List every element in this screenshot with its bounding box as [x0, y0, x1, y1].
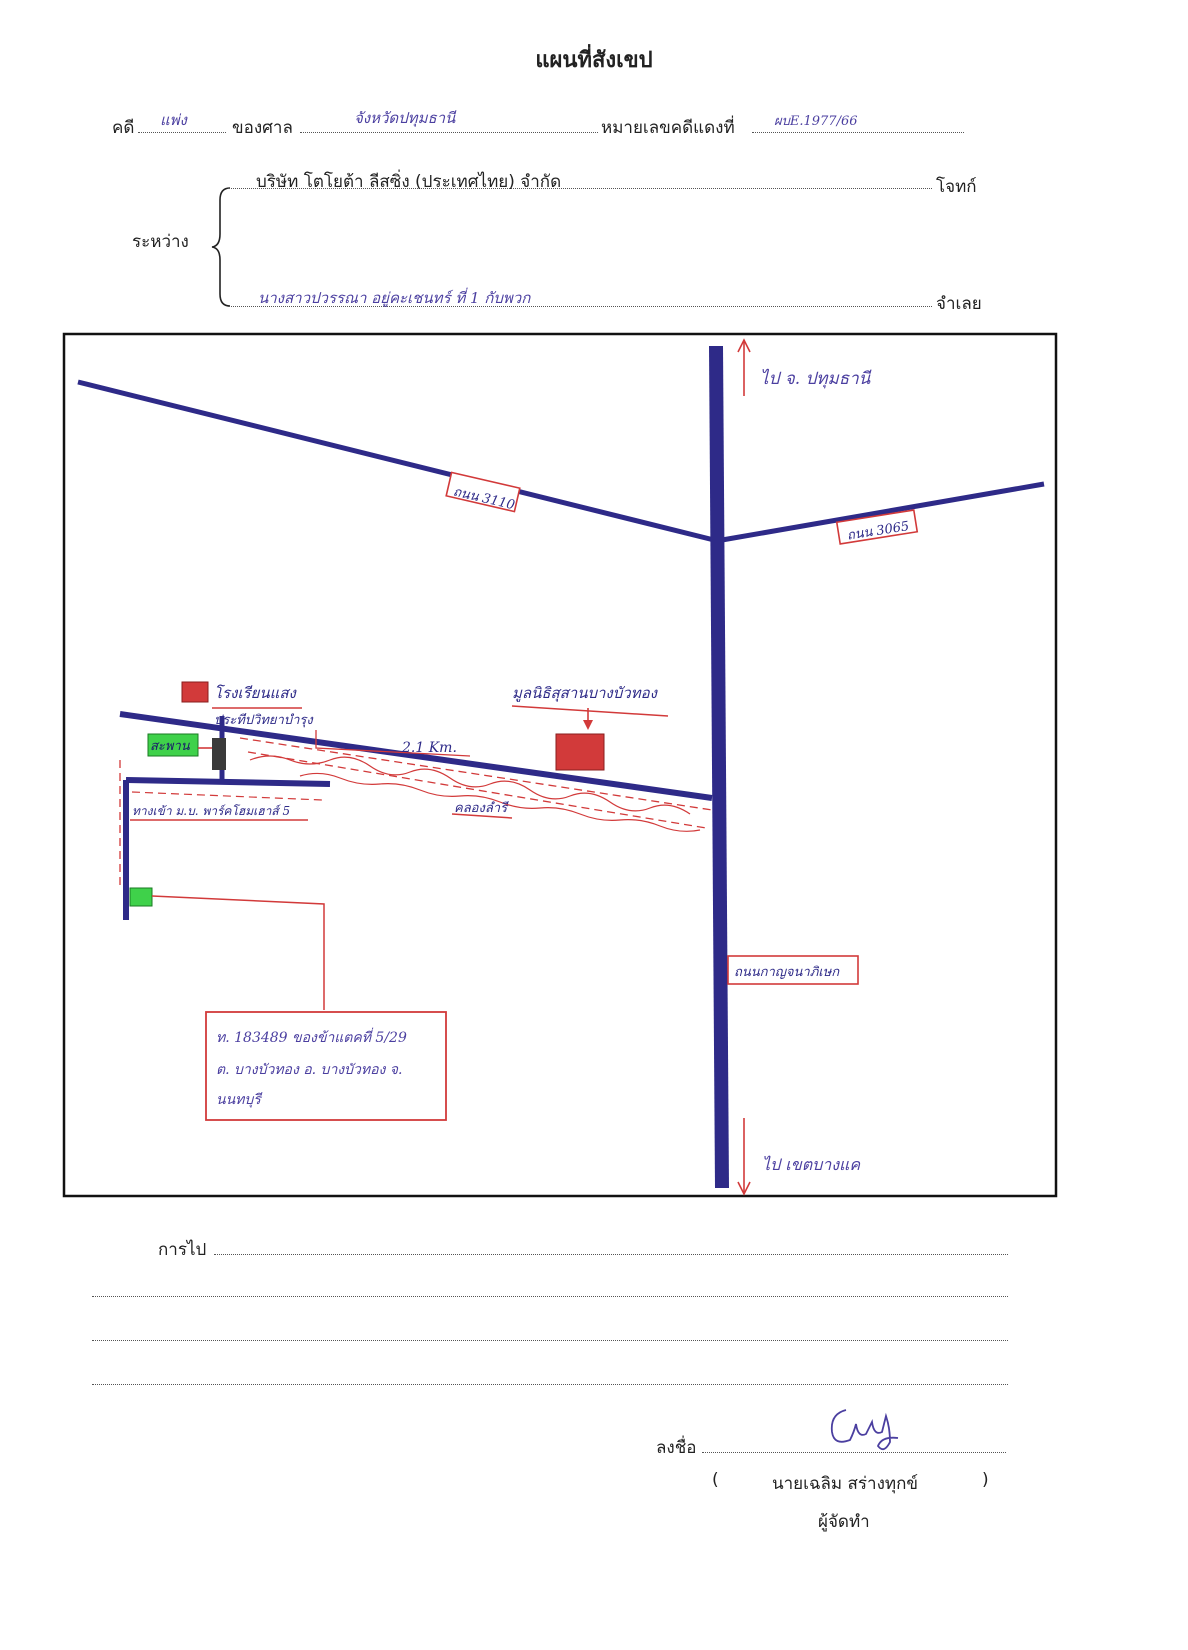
preparer-role: ผู้จัดทำ [818, 1512, 870, 1532]
directions-line-2 [92, 1274, 1008, 1297]
directions-label: การไป [158, 1240, 207, 1260]
school-label: โรงเรียนแสง [214, 684, 297, 702]
defendant-line [228, 284, 932, 307]
distance-bracket [315, 730, 471, 757]
foundation-marker [555, 733, 605, 771]
red-case-number-value: ผบE.1977/66 [774, 114, 858, 129]
to-pathum-label: ไป จ. ปทุมธานี [760, 368, 872, 389]
court-name-line [300, 110, 598, 133]
canal-label: คลองลำรี [454, 800, 509, 816]
entrance-label: ทางเข้า ม.บ. พาร์คโฮมเฮาส์ 5 [132, 804, 290, 818]
directions-line-4 [92, 1362, 1008, 1385]
to-bangkae-label: ไป เขตบางแค [762, 1155, 861, 1174]
plot-label-line3: นนทบุรี [216, 1092, 263, 1108]
road-3110-box [445, 471, 521, 513]
foundation-label: มูลนิธิสุสานบางบัวทอง [512, 684, 659, 702]
case-type-line [138, 110, 226, 133]
directions-line-1 [214, 1232, 1008, 1255]
court-name-value: จังหวัดปทุมธานี [354, 109, 456, 127]
plot-callout-box [205, 1011, 447, 1121]
between-label: ระหว่าง [132, 232, 189, 252]
bridge-label-bg [147, 733, 199, 757]
bridge-label: สะพาน [150, 739, 191, 754]
foundation-underline [511, 705, 669, 717]
road-3065-box [835, 509, 919, 545]
plaintiff-line [228, 166, 932, 189]
road-3110 [77, 379, 715, 543]
directions-line-3 [92, 1318, 1008, 1341]
kanchanaphisek-road [709, 345, 729, 1189]
road-3065 [721, 481, 1045, 543]
foundation-arrow-head [583, 720, 593, 730]
sign-label: ลงชื่อ [656, 1438, 697, 1458]
arrow-up-head [737, 338, 751, 353]
canal-dashed [239, 737, 713, 829]
canal-wave-1 [249, 755, 691, 815]
entrance-road [125, 777, 331, 787]
defendant-name: นางสาวปวรรณา อยู่คะเชนทร์ ที่ 1 กับพวก [258, 289, 531, 307]
entrance-dashed-2 [131, 791, 323, 801]
name-paren-close: ) [982, 1470, 989, 1490]
kanchanaphisek-box [727, 955, 859, 985]
school-label-line2: ประทีปวิทยาบำรุง [214, 712, 314, 728]
arrow-down-head [737, 1181, 751, 1196]
plot-callout-line [151, 895, 325, 1010]
case-label: คดี [112, 118, 135, 138]
plot-label-line2: ต. บางบัวทอง อ. บางบัวทอง จ. [216, 1062, 402, 1078]
defendant-label: จำเลย [936, 294, 982, 314]
canal-underline [451, 813, 513, 819]
court-label: ของศาล [232, 118, 293, 138]
plaintiff-name: บริษัท โตโยต้า ลีสซิ่ง (ประเทศไทย) จำกัด [256, 172, 562, 192]
plot-marker [129, 887, 153, 907]
map-frame [62, 332, 1058, 1198]
plaintiff-label: โจทก์ [936, 177, 977, 197]
distance-label: 2.1 Km. [401, 740, 457, 756]
preparer-name: นายเฉลิม สร่างทุกข์ [772, 1474, 919, 1494]
signature-line [702, 1430, 1006, 1453]
case-type-value: แพ่ง [160, 111, 187, 129]
document-title: แผนที่สังเขป [535, 48, 653, 73]
plot-label-line1: ท. 183489 ของข้าแตคที่ 5/29 [216, 1027, 407, 1046]
red-case-number-line [752, 110, 964, 133]
red-case-number-label: หมายเลขคดีแดงที่ [601, 118, 735, 138]
bridge-marker [212, 738, 226, 770]
name-paren-open: ( [712, 1470, 719, 1490]
handwritten-signature [830, 1409, 899, 1451]
party-brace [211, 187, 231, 307]
school-marker [181, 681, 209, 703]
village-road [119, 711, 713, 801]
kanchanaphisek-label: ถนนกาญจนาภิเษก [734, 965, 840, 980]
canal-wave-2 [299, 772, 701, 832]
